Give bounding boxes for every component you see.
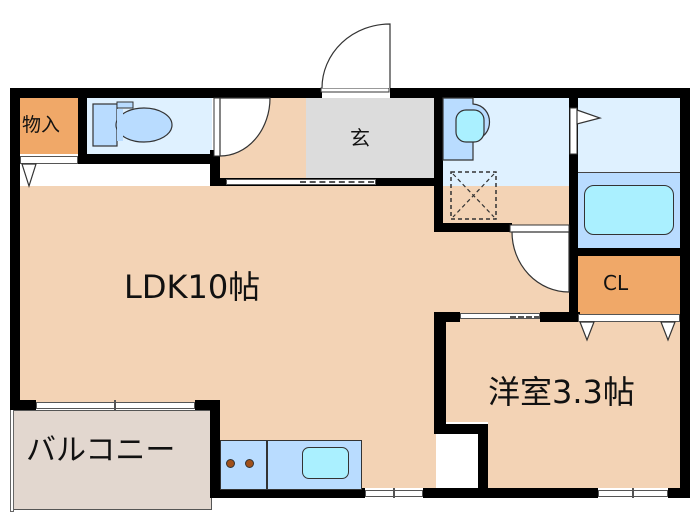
western-room (446, 322, 680, 422)
washer-space-icon (450, 171, 497, 220)
wall-kitchen-left (210, 400, 220, 498)
window-western-mullion (632, 488, 634, 498)
wall-western-step (434, 424, 488, 434)
closet-door-track (578, 314, 680, 322)
balcony (12, 410, 212, 510)
wall-wash-bottom (434, 223, 512, 232)
wall-bottom-mid (423, 488, 598, 498)
toilet-icon (92, 101, 173, 147)
wall-western-top-mid (540, 312, 580, 322)
wall-western-left-lower (478, 424, 488, 498)
wall-bath-closet (569, 248, 690, 256)
wall-top-right (390, 88, 690, 98)
wall-toilet-hall (210, 150, 220, 186)
entrance-door-swing (320, 23, 391, 93)
bathtub-icon (584, 185, 674, 235)
closet-label: CL (603, 271, 629, 295)
balcony-railing (10, 408, 14, 512)
storage-room (20, 98, 78, 154)
wall-balcony-top-left (10, 400, 36, 410)
toilet-door-swing (213, 97, 271, 157)
closet-door-marker-right (660, 321, 676, 342)
wall-bottom-right (668, 488, 690, 498)
wall-right (680, 88, 690, 498)
closet-door-marker-left (579, 321, 595, 342)
wall-left (10, 88, 20, 410)
wall-entrance-wash (434, 88, 443, 232)
western-room-label: 洋室3.3帖 (488, 373, 635, 411)
window-kitchen-mullion (393, 488, 395, 498)
storage-label: 物入 (22, 114, 61, 136)
wall-storage-bottom-left (10, 154, 20, 164)
wall-wash-bath (569, 88, 578, 318)
wall-top-left (10, 88, 322, 98)
sink-icon (442, 97, 490, 161)
kitchen-counter-divider (266, 440, 268, 490)
bathroom-door (569, 107, 603, 155)
wall-western-left (434, 312, 446, 434)
storage-door-track (20, 156, 78, 164)
western-room-lower (488, 420, 680, 488)
wall-toilet-bottom (78, 154, 220, 164)
storage-door-marker (21, 163, 37, 188)
wall-western-top (434, 312, 460, 322)
sliding-door-hall-dashes (300, 181, 374, 183)
entrance-room (306, 98, 434, 178)
wall-bottom-kitchen (210, 488, 365, 498)
stove-burner-left (226, 459, 235, 468)
stove-burner-right (245, 459, 254, 468)
wall-storage-toilet (78, 88, 87, 154)
washroom-door-swing (509, 224, 570, 293)
ldk-label: LDK10帖 (124, 268, 261, 306)
wall-balcony-top-right (195, 400, 220, 410)
balcony-label: バルコニー (26, 433, 176, 468)
sliding-door-western-dashes (510, 316, 540, 318)
entrance-label: 玄 (350, 126, 370, 150)
kitchen-sink-icon (302, 447, 349, 479)
window-balcony-mullion (114, 400, 116, 410)
closet-room (578, 256, 680, 314)
